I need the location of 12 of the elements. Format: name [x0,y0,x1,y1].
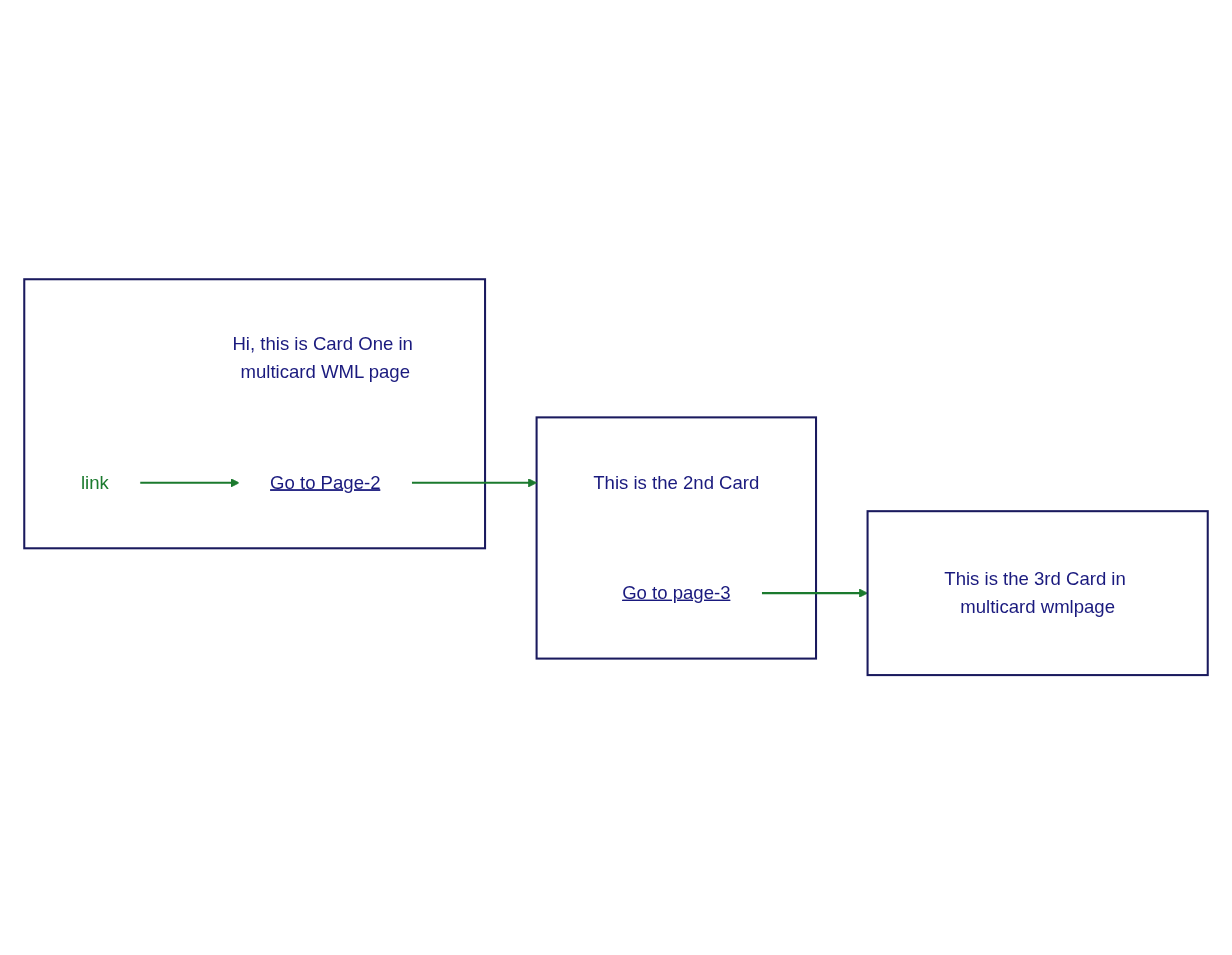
node-text: Go to Page-2 [270,472,381,493]
cluster [23,278,487,550]
arrow [411,478,537,488]
arrow [139,478,240,488]
node-text: This is the 3rd Card in multicard wmlpage [944,568,1126,618]
cluster [866,510,1209,677]
node-text: This is the 2nd Card [593,472,760,493]
node-text: Go to page-3 [622,582,731,604]
cluster [535,416,818,660]
arrow [761,588,868,598]
node-text: link [80,472,109,493]
node-text: Hi, this is Card One in multicard WML page [232,334,413,383]
